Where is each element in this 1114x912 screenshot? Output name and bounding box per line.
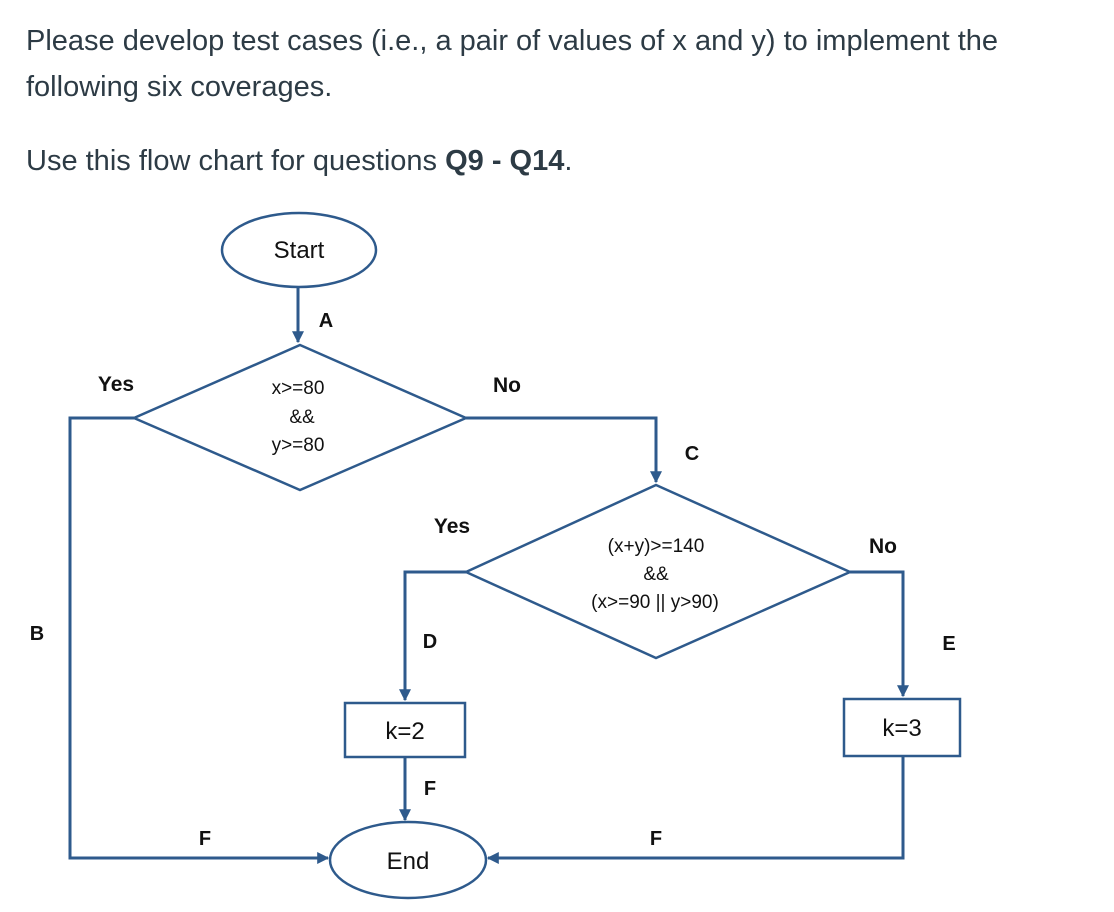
decision-node-1: [130, 343, 470, 492]
decision-2-line-1: (x+y)>=140: [608, 536, 705, 557]
edge-f-left-label: F: [199, 828, 211, 850]
edge-b-label: B: [30, 623, 44, 645]
decision-2-yes-label: Yes: [434, 515, 470, 538]
end-node: [328, 820, 488, 900]
start-node: [220, 211, 378, 289]
edge-f-mid-label: F: [424, 778, 436, 800]
k3-label: k=3: [882, 715, 921, 742]
edge-c-label: C: [685, 443, 699, 465]
start-label: Start: [274, 237, 325, 264]
edge-f-right-line: [486, 756, 905, 864]
edge-e-line: [850, 570, 909, 698]
edge-b-line: [68, 416, 330, 864]
k2-label: k=2: [385, 718, 424, 745]
instruction-prefix: Use this flow chart for questions: [26, 145, 446, 177]
decision-1-line-3: y>=80: [272, 435, 325, 456]
decision-1-line-1: x>=80: [272, 378, 325, 399]
question-range: Q9 - Q14: [445, 145, 565, 177]
edge-e-label: E: [942, 633, 955, 655]
decision-2-line-2: &&: [643, 564, 669, 585]
end-label: End: [387, 848, 430, 875]
instruction-text: Use this flow chart for questions Q9 - Q…: [26, 138, 572, 184]
decision-2-line-3: (x>=90 || y>90): [591, 592, 719, 613]
edge-d-label: D: [423, 631, 437, 653]
decision-1-no-label: No: [493, 374, 521, 397]
k2-process-node: [343, 701, 467, 759]
decision-node-2: [462, 483, 854, 660]
intro-text: Please develop test cases (i.e., a pair …: [26, 25, 999, 103]
decision-1-yes-label: Yes: [98, 373, 134, 396]
edge-f-right-label: F: [650, 828, 662, 850]
edge-a-label: A: [319, 310, 333, 332]
instruction-suffix: .: [564, 145, 573, 177]
edge-c-line: [466, 416, 662, 484]
decision-1-line-2: &&: [289, 407, 315, 428]
k3-process-node: [842, 697, 962, 758]
edge-d-line: [399, 570, 466, 702]
decision-2-no-label: No: [869, 535, 897, 558]
